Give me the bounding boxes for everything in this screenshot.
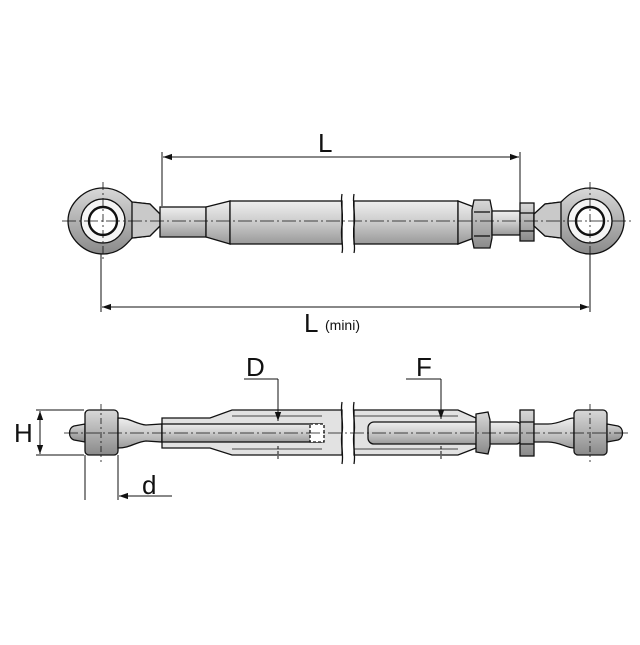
right-eye-block bbox=[573, 409, 608, 456]
label-thread-f: F bbox=[416, 352, 432, 382]
label-bore: d bbox=[142, 470, 156, 500]
label-length-min: L bbox=[304, 308, 318, 338]
break-mark bbox=[352, 193, 356, 254]
main-tube-right bbox=[353, 200, 459, 245]
top-view bbox=[62, 152, 632, 312]
left-eye-block bbox=[84, 409, 119, 456]
label-length: L bbox=[318, 128, 332, 158]
label-length-min-sub: (mini) bbox=[325, 317, 360, 333]
label-height: H bbox=[14, 418, 33, 448]
side-view bbox=[36, 378, 630, 500]
main-tube-left bbox=[229, 200, 343, 245]
right-eye-fork bbox=[533, 201, 562, 239]
label-thread-d: D bbox=[246, 352, 265, 382]
right-threaded-rod bbox=[491, 210, 521, 236]
right-hex bbox=[519, 202, 535, 242]
left-eye-fork bbox=[131, 201, 161, 239]
lock-nut bbox=[471, 199, 493, 249]
break-mark bbox=[340, 193, 344, 254]
left-end-rod bbox=[159, 206, 207, 238]
left-taper bbox=[205, 200, 231, 245]
